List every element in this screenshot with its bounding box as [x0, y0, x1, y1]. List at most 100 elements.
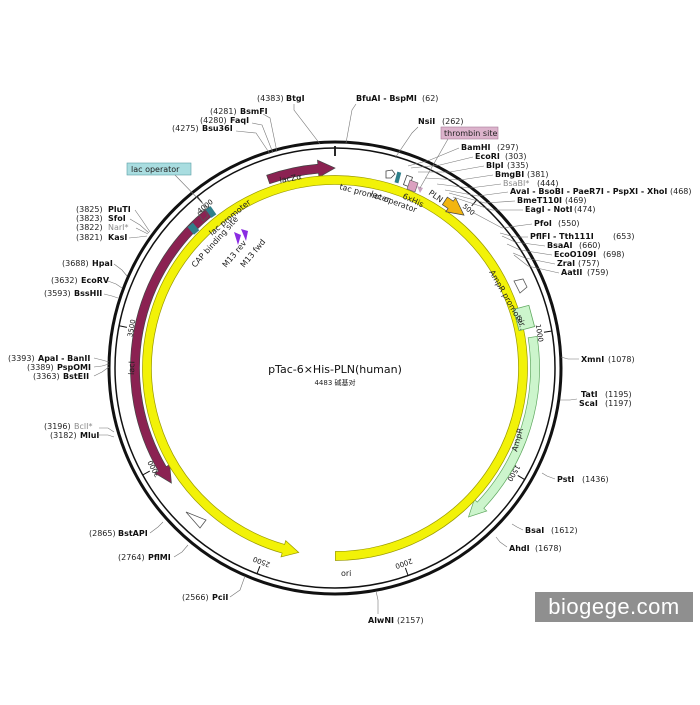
scale-tick	[543, 330, 552, 333]
site-leader	[173, 544, 189, 558]
site-ecori: EcoRI (303)	[410, 152, 527, 169]
site-pos: (759)	[587, 268, 609, 277]
site-name: ApaI - BanII	[38, 354, 90, 363]
scale-tick-label: 3500	[126, 319, 137, 338]
site-pos: (1078)	[608, 355, 635, 364]
site-leader	[444, 189, 509, 197]
site-leader	[418, 165, 485, 173]
site-leader	[93, 366, 110, 377]
site-pflmi: (2764) PflMI	[118, 544, 189, 562]
site-name: NarI*	[108, 223, 129, 232]
site-psti: PstI (1436)	[541, 472, 609, 484]
site-leader	[394, 126, 419, 159]
site-pos: (3593)	[44, 289, 71, 298]
site-leader	[134, 209, 151, 233]
site-name: HpaI	[92, 259, 113, 268]
tac-promoter-group	[385, 169, 423, 193]
site-name: KasI	[108, 233, 127, 242]
scale-tick	[196, 196, 203, 204]
site-leader	[560, 356, 579, 360]
site-tati: TatI (1195)	[581, 390, 632, 399]
tac-lac-operator-box	[394, 171, 402, 184]
site-leader	[128, 235, 148, 239]
plasmid-size: 4483 碱基对	[314, 378, 355, 387]
site-bmgbi: BmgBI (381)	[424, 170, 549, 181]
restriction-sites: (4383) BtgI BfuAI - BspMI (62) (4281) Bs…	[8, 94, 692, 625]
site-bmet110i: BmeT110I (469)	[448, 192, 587, 205]
site-pos: (444)	[537, 179, 559, 188]
scale-tick-label: 1000	[534, 324, 545, 343]
site-pos: (550)	[558, 219, 580, 228]
site-pos: (2566)	[182, 593, 209, 602]
site-pos: (3821)	[76, 233, 103, 242]
thrombin-tag-bg	[440, 126, 499, 140]
site-pflfi: PflFI - Tth111I (653)	[499, 232, 635, 241]
site-leader	[107, 280, 123, 289]
site-bstapi: (2865) BstAPI	[89, 521, 164, 538]
site-pos: (4280)	[200, 116, 227, 125]
site-pos: (262)	[442, 117, 464, 126]
site-ahdi: AhdI (1678)	[495, 536, 562, 553]
site-pos: (469)	[565, 196, 587, 205]
site-name: XmnI	[581, 355, 604, 364]
site-name: BstEII	[63, 372, 89, 381]
site-pos: (474)	[574, 205, 596, 214]
site-pos: (660)	[579, 241, 601, 250]
site-leader	[424, 174, 494, 181]
m13-rev-primer	[234, 232, 241, 245]
site-bcli: (3196) BclI*	[44, 422, 115, 438]
site-pos: (2865)	[89, 529, 116, 538]
site-pos: (3182)	[50, 431, 77, 440]
site-nari: (3822) NarI*	[76, 223, 129, 232]
site-pos: (303)	[505, 152, 527, 161]
m13-fwd-primer	[241, 229, 248, 241]
site-name: SfoI	[108, 214, 126, 223]
site-pos: (381)	[527, 170, 549, 179]
site-leader	[501, 235, 546, 247]
lac-operator-box	[205, 206, 217, 218]
site-pos: (1195)	[605, 390, 632, 399]
scale-tick	[142, 470, 150, 476]
site-leader	[375, 590, 379, 614]
site-bsabi: BsaBI* (444)	[436, 179, 559, 189]
site-hpai: (3688) HpaI	[62, 259, 128, 277]
ampr-promoter-group	[512, 278, 536, 332]
lac-operator-tag: lac operator	[126, 162, 208, 209]
site-faqi: (4280) FaqI	[200, 116, 249, 125]
site-leader	[448, 192, 516, 204]
site-pcii: (2566) PciI	[182, 575, 246, 602]
site-name: EcoRV	[81, 276, 110, 285]
site-pos: (653)	[613, 232, 635, 241]
site-name: BsaAI	[547, 241, 572, 250]
feature-ampr-arrow	[467, 335, 540, 518]
laci-label: lacI	[127, 361, 136, 375]
watermark: biogege.com	[535, 592, 693, 622]
site-leader	[452, 196, 523, 211]
site-sfoi: (3823) SfoI	[76, 214, 126, 223]
backbone-outer-ring	[107, 140, 563, 596]
site-leader	[541, 472, 556, 480]
site-name: AvaI - BsoBI - PaeR7I - PspXI - XhoI	[510, 187, 667, 196]
site-bfuai: BfuAI - BspMI (62)	[345, 94, 438, 144]
site-apai: (3393) ApaI - BanII	[8, 354, 110, 377]
site-leader	[410, 156, 474, 169]
site-leader	[99, 427, 115, 433]
site-blpi: BlpI (335)	[418, 161, 529, 173]
site-pos: (1612)	[551, 526, 578, 535]
site-leader	[129, 218, 150, 234]
site-name: FaqI	[230, 116, 249, 125]
site-leader	[436, 183, 502, 189]
site-aatii: AatII (759)	[513, 254, 609, 277]
site-nsii: NsiI (262)	[394, 117, 464, 159]
thrombin-tag-text: thrombin site	[444, 129, 497, 138]
site-name: PstI	[557, 475, 574, 484]
site-leader	[251, 122, 274, 154]
site-name: EagI - NotI	[525, 205, 572, 214]
site-name: BfuAI - BspMI	[356, 94, 417, 103]
site-bsmfi: (4281) BsmFI	[210, 107, 268, 116]
site-ecoo109i: EcoO109I (698)	[506, 243, 625, 259]
site-name: BstAPI	[118, 529, 148, 538]
tac-promoter-arrow	[385, 169, 396, 179]
site-name: BsaBI*	[503, 179, 529, 188]
